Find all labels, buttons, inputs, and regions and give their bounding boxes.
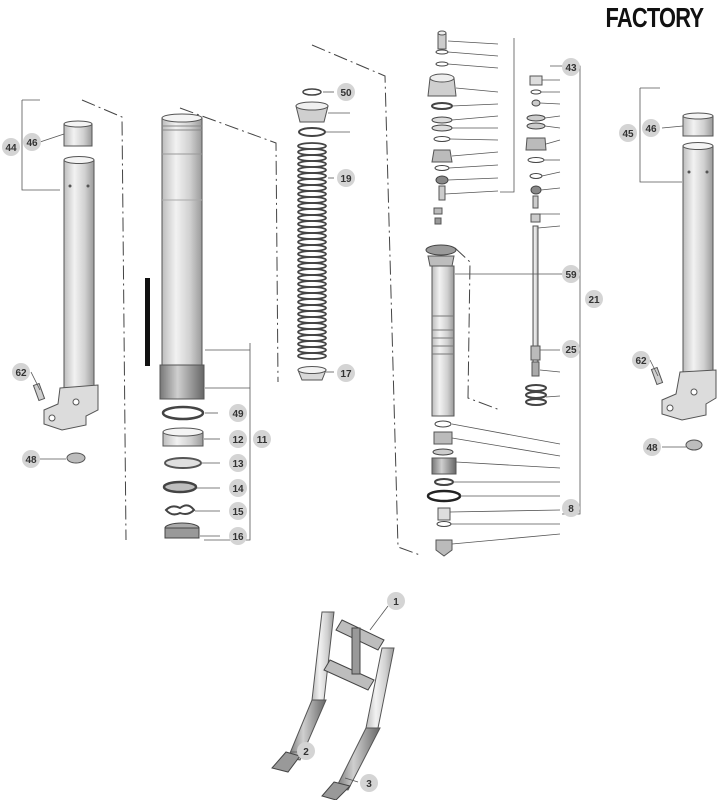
callout-43: 43 (562, 58, 580, 76)
callout-21: 21 (585, 290, 603, 308)
callout-46-left: 46 (23, 133, 41, 151)
callout-16: 16 (229, 527, 247, 545)
assembly-outlines (81, 44, 501, 556)
callout-50: 50 (337, 83, 355, 101)
brand-title: FACTORY (605, 2, 703, 33)
svg-text:62: 62 (15, 368, 27, 379)
callout-3: 3 (360, 774, 378, 792)
callout-44: 44 (2, 138, 20, 156)
callout-48-left: 48 (22, 450, 40, 468)
callout-45: 45 (619, 124, 637, 142)
svg-text:12: 12 (232, 435, 244, 446)
callout-49: 49 (229, 404, 247, 422)
svg-text:59: 59 (565, 270, 577, 281)
spring-assembly (295, 88, 329, 381)
svg-text:15: 15 (232, 507, 244, 518)
svg-text:13: 13 (232, 459, 244, 470)
svg-text:49: 49 (232, 409, 244, 420)
svg-text:50: 50 (340, 88, 352, 99)
svg-text:14: 14 (232, 484, 244, 495)
callout-48-right: 48 (643, 438, 661, 456)
svg-text:48: 48 (646, 443, 658, 454)
svg-text:48: 48 (25, 455, 37, 466)
svg-text:45: 45 (622, 129, 634, 140)
svg-text:43: 43 (565, 63, 577, 74)
callout-62-right: 62 (632, 351, 650, 369)
cartridge-assembly (425, 30, 462, 557)
callout-59: 59 (562, 265, 580, 283)
svg-text:21: 21 (588, 295, 600, 306)
svg-text:2: 2 (303, 747, 309, 758)
svg-text:25: 25 (565, 345, 577, 356)
spring-coils (297, 142, 327, 360)
callout-1: 1 (387, 592, 405, 610)
callout-17: 17 (337, 364, 355, 382)
spring-coil (297, 352, 327, 360)
outer-tube-right (650, 112, 717, 451)
callout-2: 2 (297, 742, 315, 760)
svg-text:3: 3 (366, 779, 372, 790)
scale-bar (145, 278, 150, 366)
callout-25: 25 (562, 340, 580, 358)
svg-text:1: 1 (393, 597, 399, 608)
callout-12: 12 (229, 430, 247, 448)
callout-11: 11 (253, 430, 271, 448)
outer-tube-left (32, 120, 99, 464)
inner-tube-parts (161, 405, 205, 539)
inner-tube (145, 113, 205, 400)
callout-15: 15 (229, 502, 247, 520)
assembled-fork (271, 611, 395, 800)
callouts: 44 46 62 48 49 12 11 13 14 15 16 50 19 1… (2, 58, 661, 792)
callout-8: 8 (562, 499, 580, 517)
callout-19: 19 (337, 169, 355, 187)
callout-62-left: 62 (12, 363, 30, 381)
callout-13: 13 (229, 454, 247, 472)
svg-text:44: 44 (5, 143, 17, 154)
svg-text:19: 19 (340, 174, 352, 185)
svg-text:8: 8 (568, 504, 574, 515)
callout-14: 14 (229, 479, 247, 497)
svg-text:16: 16 (232, 532, 244, 543)
svg-text:46: 46 (26, 138, 38, 149)
cartridge-parts-right (525, 75, 547, 406)
callout-46-right: 46 (642, 119, 660, 137)
svg-text:46: 46 (645, 124, 657, 135)
svg-text:11: 11 (257, 435, 268, 446)
svg-text:62: 62 (635, 356, 647, 367)
svg-text:17: 17 (340, 369, 352, 380)
